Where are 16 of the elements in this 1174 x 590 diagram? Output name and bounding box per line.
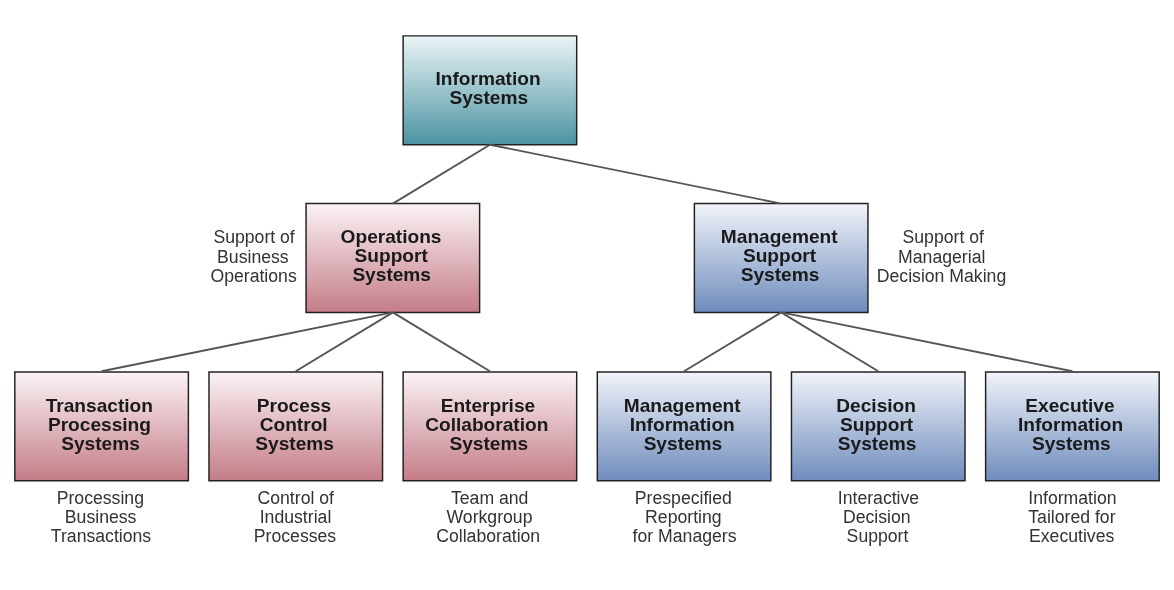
node-label: Interactive Decision Support [837, 487, 920, 546]
node-label: Support of Business Operations [210, 226, 297, 286]
connector [100, 310, 394, 372]
node-label: Information Tailored for Executives [1028, 487, 1117, 546]
connector [780, 310, 1074, 372]
node-label: Support of Managerial Decision Making [876, 226, 1007, 286]
connector [488, 143, 783, 205]
connector [294, 310, 394, 372]
connector [391, 143, 491, 205]
node-label: Prespecified Reporting for Managers [632, 487, 737, 546]
connector [391, 310, 491, 372]
node-label: Control of Industrial Processes [253, 487, 337, 546]
connector [683, 310, 783, 372]
connector [780, 310, 880, 372]
node-label: Team and Workgroup Collaboration [436, 487, 541, 546]
node-label: Processing Business Transactions [50, 487, 152, 546]
